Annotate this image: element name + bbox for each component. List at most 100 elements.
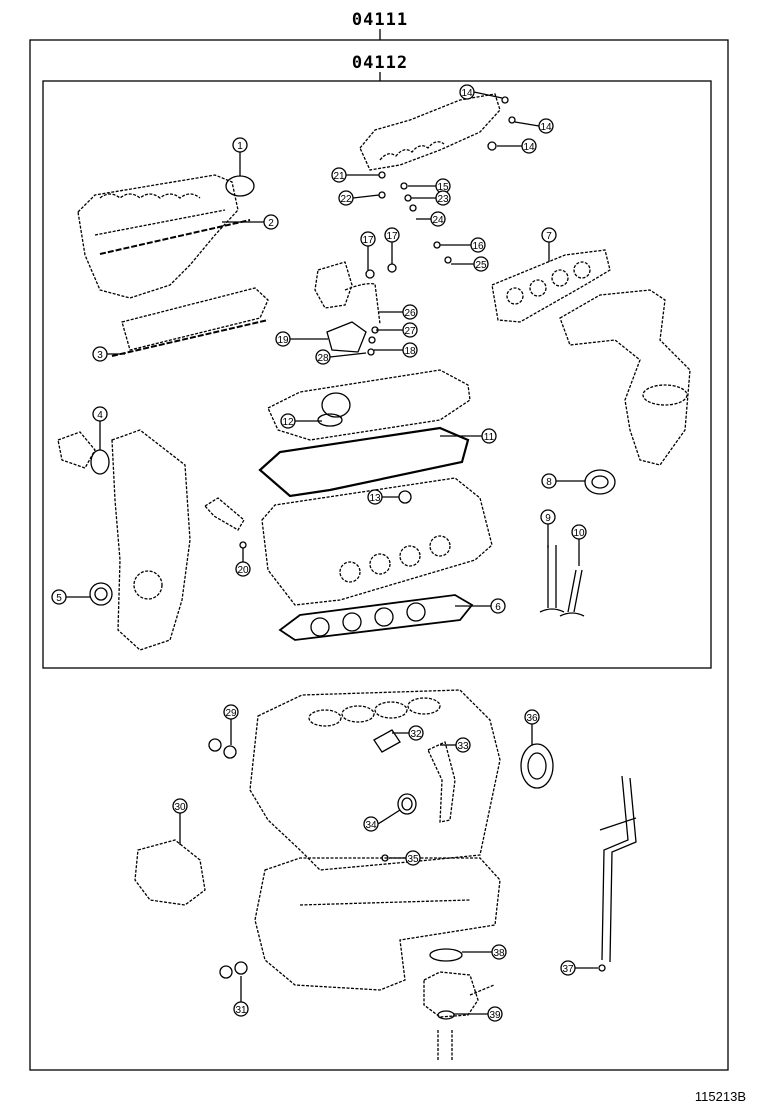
callout-38: 38 [462,944,507,960]
svg-text:25: 25 [475,260,487,271]
callout-37: 37 [560,960,598,976]
callout-23: 23 [411,190,451,206]
cylinder-head-cover [77,174,239,299]
svg-text:28: 28 [317,353,329,364]
inner-kit-code: 04112 [352,53,408,73]
callout-30: 30 [172,798,188,845]
callout-5: 5 [51,589,90,605]
gasket-35 [381,854,389,862]
exhaust-manifold [491,249,611,323]
callout-14b: 14 [514,118,554,134]
oil-level-gauge-guide [599,775,637,963]
callout-32: 32 [392,725,424,741]
valve-cover [267,369,471,441]
water-inlet [57,431,96,469]
svg-text:4: 4 [97,410,103,421]
throttle-body [314,261,381,325]
callout-17a: 17 [360,231,376,270]
svg-text:31: 31 [235,1005,247,1016]
callout-15: 15 [408,178,451,194]
callout-36: 36 [524,709,540,745]
gasket-4 [90,449,110,475]
oil-filter-housing [423,971,495,1060]
gasket-19 [326,321,367,353]
callout-3: 3 [92,346,125,362]
svg-text:33: 33 [457,741,469,752]
callout-4: 4 [92,406,108,450]
callout-27: 27 [376,322,418,338]
callout-25: 25 [451,256,489,272]
timing-cover [111,429,191,651]
callout-14a: 14 [459,84,503,100]
svg-text:17: 17 [362,235,374,246]
seal-34 [397,793,417,815]
svg-text:22: 22 [340,194,352,205]
svg-text:12: 12 [282,417,294,428]
svg-text:16: 16 [472,241,484,252]
callout-8: 8 [541,473,585,489]
svg-text:38: 38 [493,948,505,959]
svg-text:21: 21 [333,171,345,182]
callout-10: 10 [571,524,587,566]
oil-control-valve [203,497,245,531]
svg-text:19: 19 [277,335,289,346]
svg-text:14: 14 [523,142,535,153]
gasket-3 [111,319,269,357]
svg-text:27: 27 [404,326,416,337]
seal-8 [584,469,616,495]
svg-text:39: 39 [489,1010,501,1021]
valve-9-10 [539,545,585,617]
svg-text:36: 36 [526,713,538,724]
svg-text:5: 5 [56,593,62,604]
svg-text:35: 35 [407,854,419,865]
callout-7: 7 [541,227,557,262]
callout-12: 12 [280,413,322,429]
outer-kit-frame [29,39,729,1071]
intake-manifold [359,93,501,171]
callout-18: 18 [374,342,418,358]
svg-text:11: 11 [484,432,495,443]
svg-text:20: 20 [237,565,249,576]
callout-20: 20 [235,548,251,577]
svg-text:6: 6 [495,602,501,613]
callout-34: 34 [363,809,401,832]
svg-text:10: 10 [573,528,585,539]
oil-pan [254,857,501,991]
svg-text:30: 30 [174,802,186,813]
gasket-2 [99,219,251,255]
callout-1: 1 [232,137,248,176]
callout-14c: 14 [497,138,537,154]
callout-2: 2 [222,214,279,230]
svg-text:8: 8 [546,477,552,488]
o-ring-37 [598,964,606,972]
callout-35: 35 [389,850,421,866]
svg-text:23: 23 [437,194,449,205]
svg-text:14: 14 [540,122,552,133]
svg-text:29: 29 [225,708,237,719]
svg-text:9: 9 [545,513,551,524]
callout-17b: 17 [384,227,400,264]
svg-text:34: 34 [365,820,377,831]
cam-cover-lower [121,287,269,351]
catalytic-converter [559,289,691,466]
plugs-29-31 [208,738,248,979]
svg-text:17: 17 [386,231,398,242]
head-gasket [278,594,474,641]
callout-11: 11 [440,428,497,444]
callout-16: 16 [440,237,486,253]
o-ring-1 [225,175,255,197]
callout-29: 29 [223,704,239,745]
callout-13: 13 [367,489,399,505]
water-outlet-33 [427,741,456,823]
gasket-32 [373,729,401,753]
callout-39: 39 [454,1006,503,1022]
callout-33: 33 [440,737,471,753]
svg-text:13: 13 [369,493,381,504]
svg-text:32: 32 [410,729,422,740]
callout-31: 31 [233,976,249,1017]
svg-text:24: 24 [432,215,444,226]
outer-kit-code: 04111 [352,10,408,30]
oil-seal-36 [520,743,554,789]
oil-filler-cap [317,392,351,427]
